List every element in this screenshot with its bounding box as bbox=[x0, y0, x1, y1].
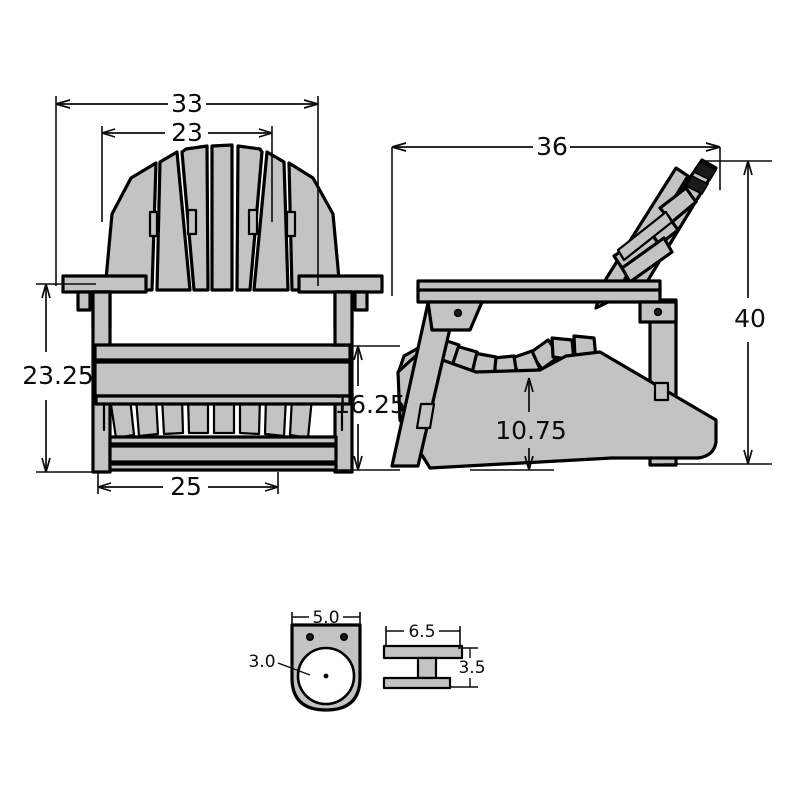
front-dim-back-width-label: 23 bbox=[171, 118, 203, 147]
front-dim-back-width: 23 bbox=[101, 118, 273, 222]
side-dim-overall-height: 40 bbox=[664, 160, 772, 465]
front-back-rail-marks bbox=[148, 208, 297, 238]
cupholder-screw-hole-left bbox=[305, 632, 314, 641]
front-dim-overall-width: 33 bbox=[55, 89, 319, 286]
side-dim-arm-height-label: 16.25 bbox=[334, 390, 406, 419]
front-seat-apron bbox=[108, 435, 338, 472]
front-dim-overall-width-label: 33 bbox=[171, 89, 203, 118]
cupholder-dim-width: 5.0 bbox=[291, 608, 361, 628]
front-dim-seat-height-total-label: 23.25 bbox=[22, 361, 94, 390]
side-rear-bracket-bolt bbox=[653, 307, 663, 317]
cupholder-screw-hole-right bbox=[339, 632, 348, 641]
cupholder-dim-depth-label: 6.5 bbox=[408, 622, 435, 642]
side-dim-seat-height-label: 10.75 bbox=[495, 416, 567, 445]
cupholder-dim-height-label: 3.5 bbox=[458, 658, 485, 678]
side-arm-bracket bbox=[426, 300, 484, 332]
front-view: 33 23 23.25 bbox=[22, 89, 384, 501]
side-leg-notch bbox=[415, 402, 436, 430]
cupholder-dim-bore-label: 3.0 bbox=[248, 652, 275, 672]
side-rear-stretcher bbox=[653, 381, 670, 402]
cupholder-dim-width-label: 5.0 bbox=[312, 608, 339, 628]
cupholder-side-top-plate bbox=[382, 644, 464, 660]
side-dim-seat-height: 10.75 bbox=[470, 377, 567, 471]
side-dim-overall-depth: 36 bbox=[391, 132, 721, 296]
side-dim-overall-depth-label: 36 bbox=[536, 132, 568, 161]
front-dim-seat-width-label: 25 bbox=[170, 472, 202, 501]
front-dim-seat-width: 25 bbox=[97, 472, 279, 501]
front-seat-back-rail bbox=[93, 343, 352, 398]
cupholder-dim-height: 3.5 bbox=[450, 647, 486, 688]
cupholder-side-detail: 6.5 3.5 bbox=[382, 622, 486, 690]
side-backrest bbox=[594, 158, 718, 310]
cupholder-top-detail: 5.0 3.0 bbox=[248, 608, 362, 712]
cupholder-center-mark bbox=[323, 673, 329, 679]
side-arm-bracket-bolt bbox=[453, 308, 463, 318]
cupholder-dim-bore: 3.0 bbox=[248, 652, 311, 676]
side-dim-overall-height-label: 40 bbox=[734, 304, 766, 333]
side-seat-pan bbox=[396, 350, 718, 470]
cupholder-side-bottom-plate bbox=[382, 676, 452, 690]
cupholder-side-web bbox=[416, 656, 438, 680]
front-seat-slats bbox=[94, 394, 352, 440]
side-armrest-top bbox=[416, 279, 662, 292]
front-back-slats bbox=[103, 143, 342, 292]
side-dim-arm-height: 16.25 bbox=[332, 345, 406, 471]
side-view: 36 40 16.25 10. bbox=[332, 132, 772, 471]
front-dim-seat-height-total: 23.25 bbox=[22, 283, 96, 473]
cupholder-dim-depth: 6.5 bbox=[385, 622, 461, 646]
